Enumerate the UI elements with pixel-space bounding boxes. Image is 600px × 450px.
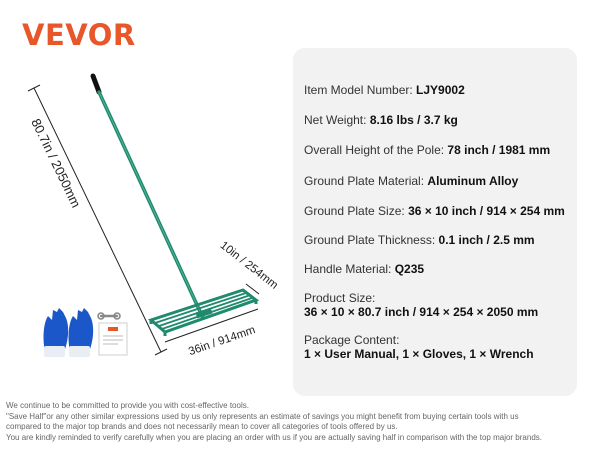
- spec-value: Aluminum Alloy: [427, 174, 519, 188]
- spec-net-weight: Net Weight: 8.16 lbs / 3.7 kg: [304, 113, 458, 127]
- height-dimension-label: 80.7in / 2050mm: [28, 116, 84, 210]
- disclaimer-line: We continue to be committed to provide y…: [6, 401, 249, 410]
- rake-handle: [90, 73, 205, 320]
- spec-label: Overall Height of the Pole:: [304, 143, 448, 157]
- wrench-icon: [97, 312, 121, 320]
- spec-value: LJY9002: [416, 83, 465, 97]
- spec-value: Q235: [394, 262, 425, 276]
- ground-plate: [147, 288, 260, 336]
- spec-label: Package Content:: [304, 333, 400, 347]
- vevor-logo: VEVOR: [22, 18, 136, 52]
- spec-package-content: Package Content: 1 × User Manual, 1 × Gl…: [304, 333, 534, 361]
- spec-value: 78 inch / 1981 mm: [447, 143, 551, 157]
- height-dimension-line: [27, 84, 168, 356]
- disclaimer-line: "Save Half"or any other similar expressi…: [6, 411, 519, 421]
- spec-handle-material: Handle Material: Q235: [304, 262, 424, 276]
- disclaimer-line: You are kindly reminded to verify carefu…: [6, 432, 542, 442]
- spec-label: Net Weight:: [304, 113, 370, 127]
- spec-plate-thickness: Ground Plate Thickness: 0.1 inch / 2.5 m…: [304, 233, 535, 247]
- length-dimension-line: [164, 308, 259, 343]
- user-manual-icon: [98, 322, 128, 356]
- spec-label: Ground Plate Size:: [304, 204, 409, 218]
- spec-label: Ground Plate Thickness:: [304, 233, 439, 247]
- spec-label: Product Size:: [304, 291, 376, 305]
- spec-label: Handle Material:: [304, 262, 395, 276]
- spec-value: 36 × 10 × 80.7 inch / 914 × 254 × 2050 m…: [304, 305, 539, 319]
- spec-panel: [293, 48, 577, 396]
- spec-label: Item Model Number:: [304, 83, 417, 97]
- spec-plate-material: Ground Plate Material: Aluminum Alloy: [304, 174, 518, 188]
- spec-value: 0.1 inch / 2.5 mm: [438, 233, 535, 247]
- disclaimer: We continue to be committed to provide y…: [6, 401, 598, 443]
- spec-value: 1 × User Manual, 1 × Gloves, 1 × Wrench: [304, 347, 534, 361]
- gloves-icon: [43, 308, 94, 357]
- spec-value: 8.16 lbs / 3.7 kg: [369, 113, 458, 127]
- spec-value: 36 × 10 inch / 914 × 254 mm: [408, 204, 565, 218]
- length-dimension-label: 36in / 914mm: [187, 324, 257, 358]
- width-dimension-label: 10in / 254mm: [218, 239, 280, 291]
- spec-label: Ground Plate Material:: [304, 174, 428, 188]
- width-dimension-line: [245, 283, 260, 295]
- spec-pole-height: Overall Height of the Pole: 78 inch / 19…: [304, 143, 550, 157]
- spec-model-number: Item Model Number: LJY9002: [304, 83, 465, 97]
- spec-product-size: Product Size: 36 × 10 × 80.7 inch / 914 …: [304, 291, 538, 319]
- disclaimer-line: compared to the major top brands and doe…: [6, 422, 398, 431]
- spec-plate-size: Ground Plate Size: 36 × 10 inch / 914 × …: [304, 204, 565, 218]
